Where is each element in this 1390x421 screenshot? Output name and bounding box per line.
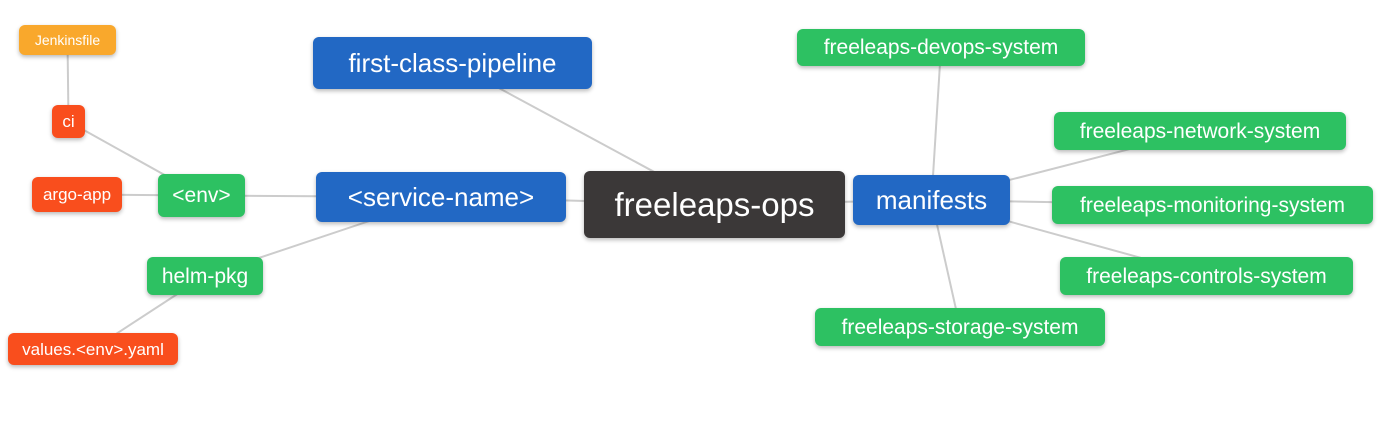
node-jenkinsfile[interactable]: Jenkinsfile	[19, 25, 116, 55]
node-freeleaps-devops-system[interactable]: freeleaps-devops-system	[797, 29, 1085, 66]
edge-manifests-freeleaps-devops-system	[930, 47, 942, 201]
node-env[interactable]: <env>	[158, 174, 245, 217]
node-service-name[interactable]: <service-name>	[316, 172, 566, 222]
node-first-class-pipeline[interactable]: first-class-pipeline	[313, 37, 592, 89]
node-freeleaps-ops[interactable]: freeleaps-ops	[584, 171, 845, 238]
node-ci[interactable]: ci	[52, 105, 85, 138]
node-freeleaps-network-system[interactable]: freeleaps-network-system	[1054, 112, 1346, 150]
node-values-env-yaml[interactable]: values.<env>.yaml	[8, 333, 178, 365]
node-manifests[interactable]: manifests	[853, 175, 1010, 225]
node-argo-app[interactable]: argo-app	[32, 177, 122, 212]
node-freeleaps-monitoring-system[interactable]: freeleaps-monitoring-system	[1052, 186, 1373, 224]
node-freeleaps-storage-system[interactable]: freeleaps-storage-system	[815, 308, 1105, 346]
node-freeleaps-controls-system[interactable]: freeleaps-controls-system	[1060, 257, 1353, 295]
node-helm-pkg[interactable]: helm-pkg	[147, 257, 263, 295]
